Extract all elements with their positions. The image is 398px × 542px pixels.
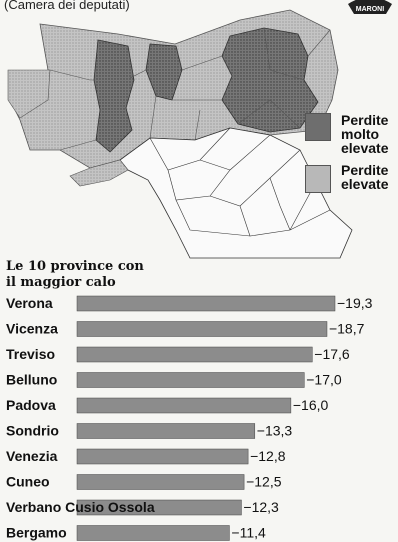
map-west-area bbox=[7, 69, 51, 119]
value-label-8: −12,3 bbox=[243, 499, 279, 515]
map-central-region bbox=[119, 127, 353, 259]
value-label-2: −17,6 bbox=[314, 346, 350, 362]
value-label-0: −19,3 bbox=[337, 295, 373, 311]
value-label-4: −16,0 bbox=[293, 397, 329, 413]
category-label-3: Belluno bbox=[6, 372, 57, 388]
map-dark-west bbox=[93, 39, 135, 153]
italy-map bbox=[7, 9, 353, 259]
legend-label-dark: Perdite molto elevate bbox=[341, 112, 389, 156]
value-label-1: −18,7 bbox=[329, 321, 365, 337]
chart-title: Le 10 province con il maggior calo bbox=[6, 259, 144, 290]
category-label-9: Bergamo bbox=[6, 525, 67, 541]
subtitle: (Camera dei deputati) bbox=[4, 0, 130, 12]
bar-4 bbox=[76, 397, 292, 414]
map-liguria bbox=[69, 159, 129, 187]
bar-0 bbox=[76, 295, 336, 312]
bar-3 bbox=[76, 372, 305, 388]
bar-9 bbox=[76, 525, 230, 541]
value-label-9: −11,4 bbox=[231, 525, 266, 541]
category-label-2: Treviso bbox=[6, 346, 55, 362]
bar-8 bbox=[76, 499, 242, 516]
bar-6 bbox=[76, 448, 249, 465]
bar-2 bbox=[76, 346, 313, 363]
value-label-6: −12,8 bbox=[250, 448, 286, 464]
category-label-7: Cuneo bbox=[6, 474, 50, 490]
legend-swatch-light bbox=[305, 165, 331, 193]
logo-text: MARONI bbox=[356, 6, 384, 13]
legend-label-light: Perdite elevate bbox=[341, 162, 389, 192]
category-label-6: Venezia bbox=[6, 448, 58, 464]
bar-7 bbox=[76, 474, 245, 490]
category-label-4: Padova bbox=[6, 397, 56, 413]
bar-1 bbox=[76, 321, 328, 337]
category-label-8: Verbano Cusio Ossola bbox=[6, 499, 155, 515]
value-label-7: −12,5 bbox=[246, 474, 282, 490]
category-label-0: Verona bbox=[6, 295, 53, 311]
maroni-logo: MARONI bbox=[348, 0, 392, 14]
value-label-5: −13,3 bbox=[257, 423, 293, 439]
legend-swatch-dark bbox=[305, 113, 331, 141]
category-label-5: Sondrio bbox=[6, 423, 59, 439]
bar-5 bbox=[76, 423, 256, 439]
value-label-3: −17,0 bbox=[306, 372, 342, 388]
category-label-1: Vicenza bbox=[6, 321, 58, 337]
